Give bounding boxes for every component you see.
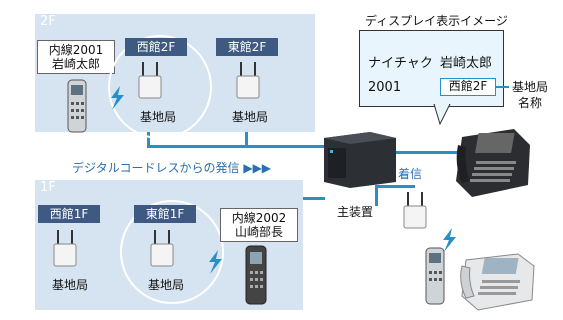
coverage-circle-2f — [108, 35, 212, 139]
display-name-kana: ナイチャク — [368, 56, 433, 71]
ext-box-1f-line2: 山崎部長 — [234, 225, 283, 239]
display-station-tag: 西館2F — [440, 78, 496, 96]
desk-phone-icon-black — [456, 129, 530, 197]
wireless-signal-icon-right — [443, 228, 456, 252]
display-name: 岩崎太郎 — [440, 56, 493, 71]
display-number: 2001 — [368, 80, 402, 95]
display-title: ディスプレイ表示イメージ — [365, 14, 508, 28]
wire-to-bs-right — [375, 185, 415, 188]
incoming-label: 着信 — [398, 167, 423, 181]
tag-west-2f: 西館2F — [125, 38, 187, 56]
callout-line2: 名称 — [518, 96, 543, 110]
callout-line1: 基地局 — [512, 80, 549, 94]
display-pointer — [433, 104, 451, 126]
tag-east-1f: 東館1F — [134, 205, 196, 223]
digital-outgoing-label: デジタルコードレスからの発信 ▶▶▶ — [72, 161, 272, 175]
cordless-phone-icon-right — [425, 247, 445, 305]
floor-2f-label: 2F — [40, 14, 56, 29]
wireless-signal-icon-1f — [209, 250, 222, 274]
coverage-circle-1f — [120, 200, 224, 304]
cordless-phone-icon-1f — [245, 245, 267, 305]
callout-connector — [495, 86, 509, 88]
floor-1f-label: 1F — [40, 180, 56, 195]
ext-box-2f-line2: 岩崎太郎 — [51, 57, 100, 71]
bs-label-1f-west: 基地局 — [52, 278, 89, 292]
wire-to-main-down — [375, 188, 378, 206]
wireless-signal-icon-2f — [111, 86, 124, 110]
base-station-icon-2f-west — [138, 62, 162, 99]
base-station-icon-2f-east — [236, 62, 260, 99]
wire-to-phone — [395, 151, 490, 154]
main-unit-icon — [324, 132, 396, 188]
ext-box-2f-line1: 内線2001 — [48, 43, 104, 57]
bs-label-2f-west: 基地局 — [140, 110, 177, 124]
desk-phone-icon-white — [460, 253, 535, 311]
ext-box-1f: 内線2002 山崎部長 — [220, 208, 298, 242]
base-station-icon-1f-east — [150, 230, 174, 267]
main-unit-label: 主装置 — [337, 205, 374, 219]
ext-box-1f-line1: 内線2002 — [231, 211, 287, 225]
ext-box-2f: 内線2001 岩崎太郎 — [37, 40, 115, 74]
tag-east-2f: 東館2F — [216, 38, 278, 56]
bs-label-2f-east: 基地局 — [232, 110, 269, 124]
base-station-icon-1f-west — [53, 230, 77, 267]
bs-label-1f-east: 基地局 — [148, 278, 185, 292]
tag-west-1f: 西館1F — [38, 205, 100, 223]
base-station-icon-right — [403, 192, 427, 229]
wire-2f-horizontal — [147, 145, 325, 148]
cordless-phone-icon-2f — [67, 79, 87, 133]
